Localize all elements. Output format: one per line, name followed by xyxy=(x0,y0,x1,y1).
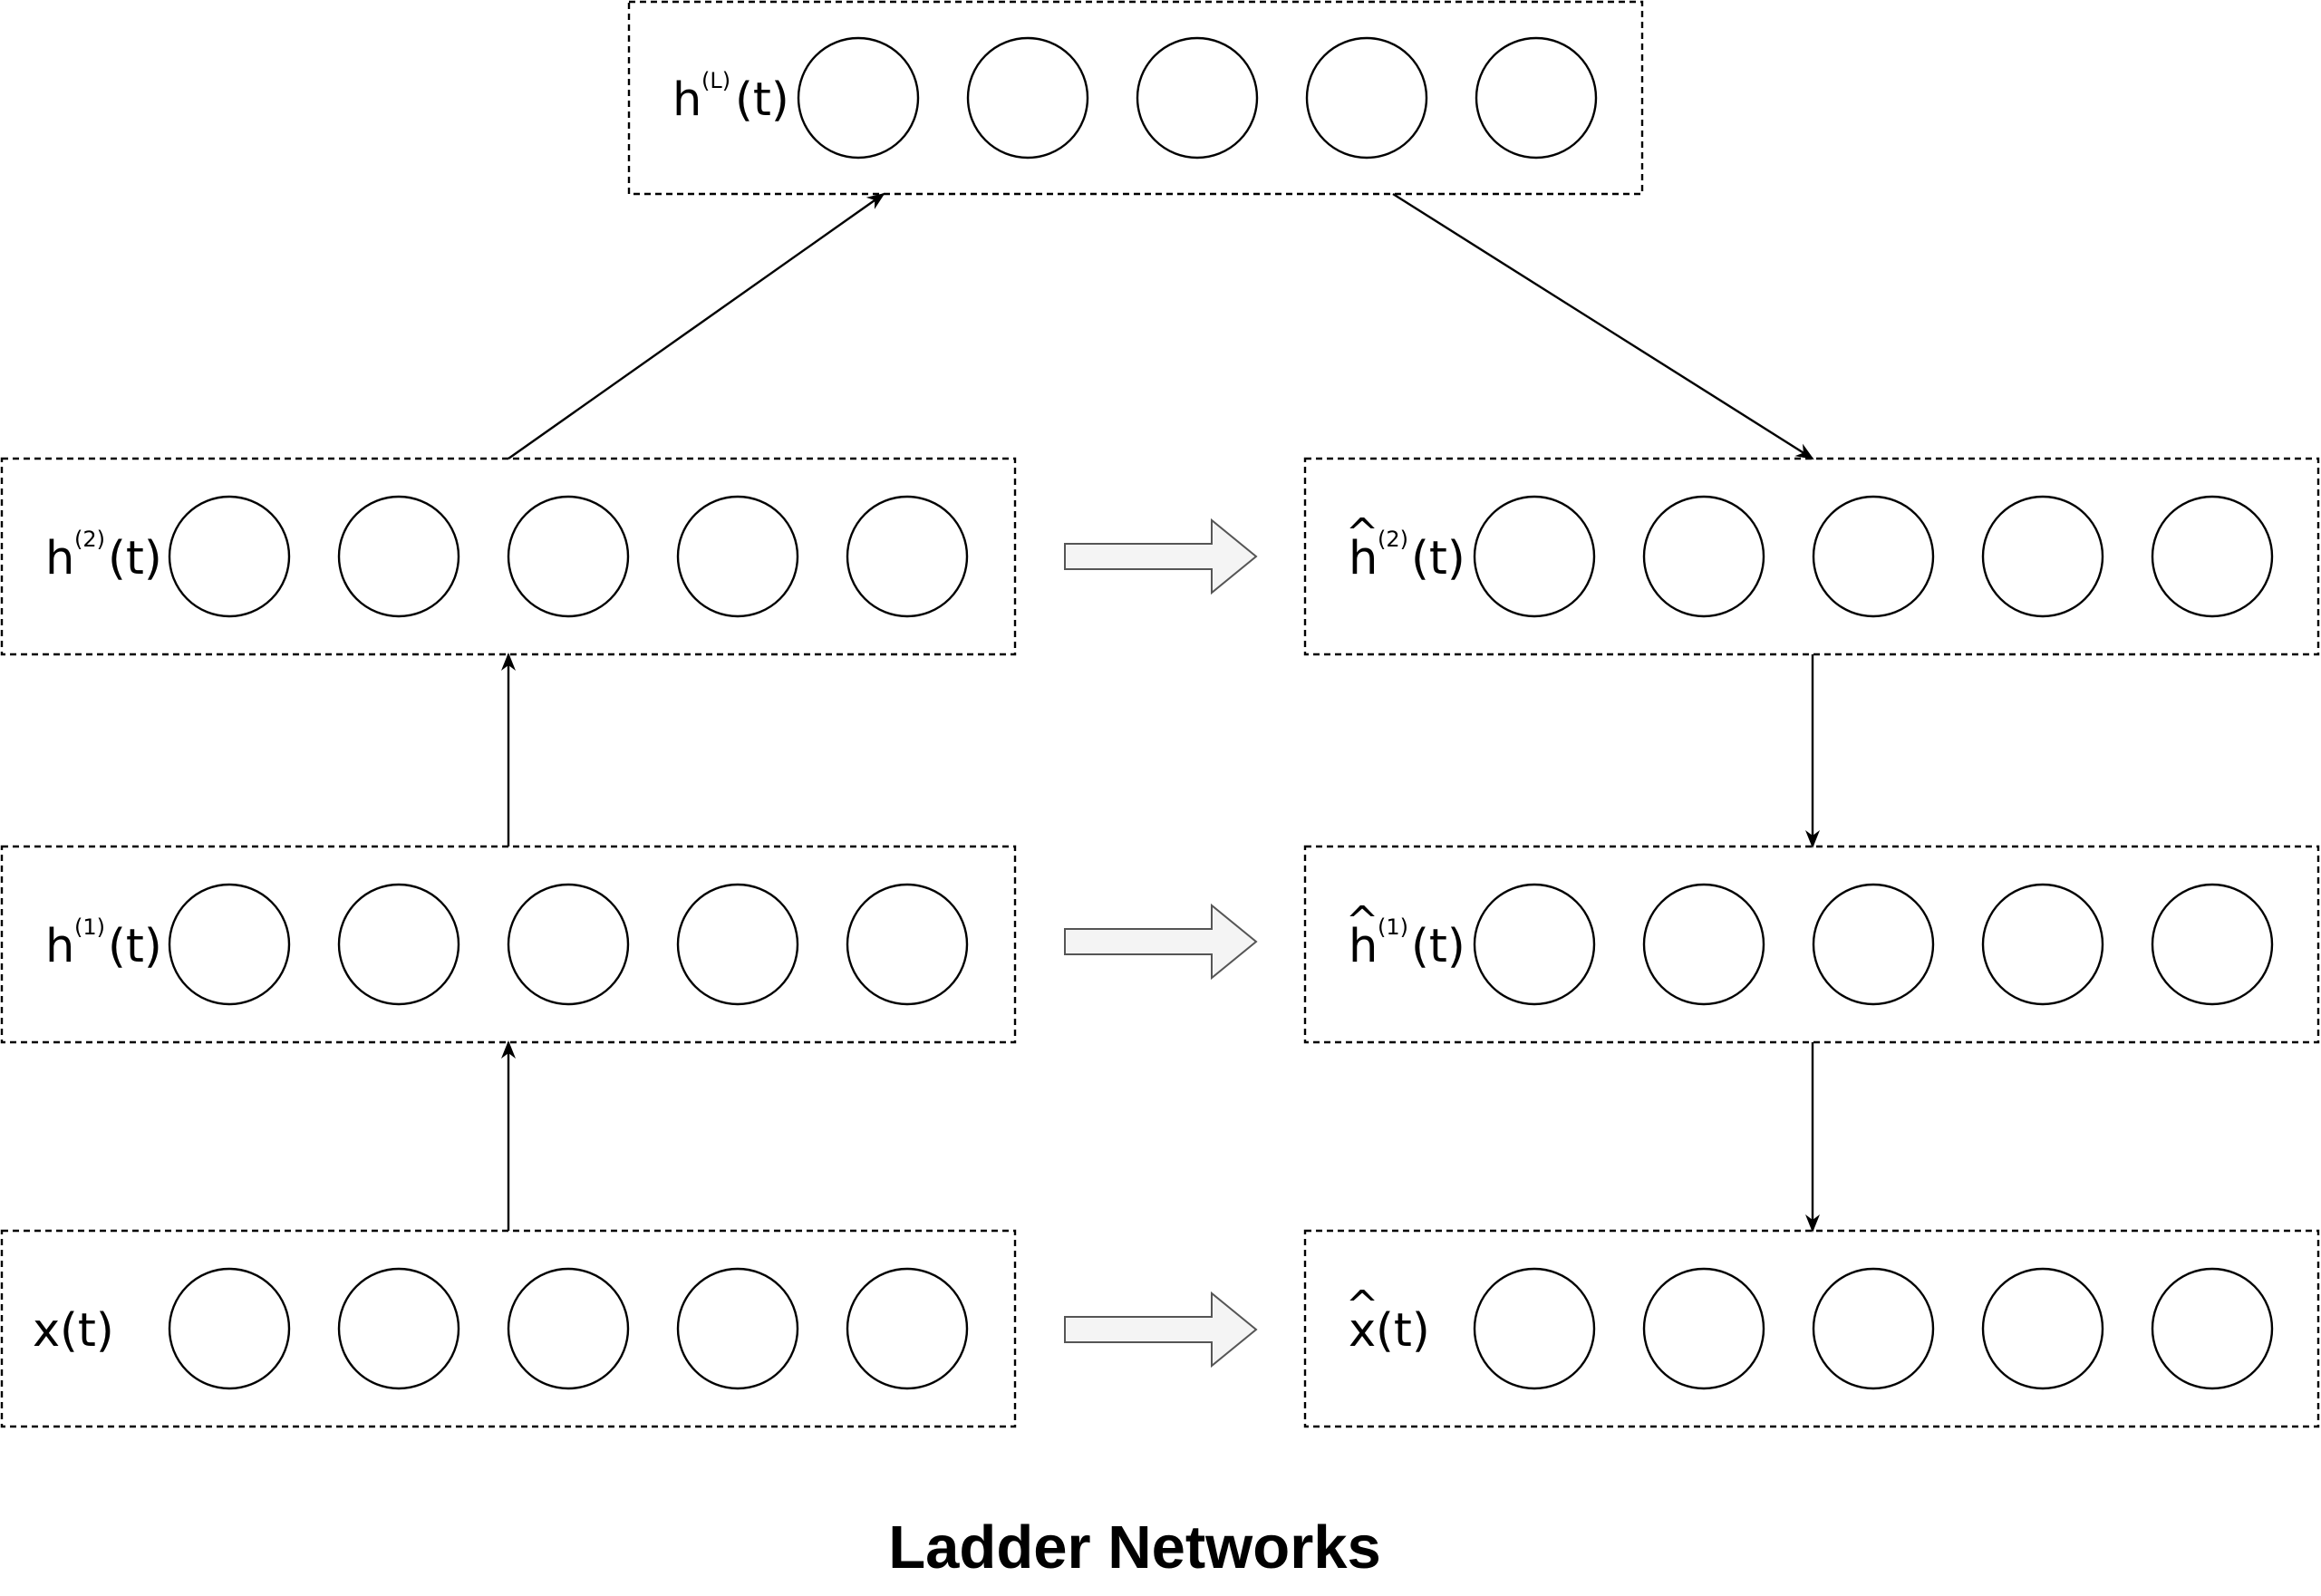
layer-label-suffix: (t) xyxy=(735,73,789,127)
neuron xyxy=(1642,495,1765,618)
layer-label-base: h xyxy=(45,920,74,973)
neuron xyxy=(507,495,630,618)
neuron xyxy=(1981,495,2104,618)
neuron xyxy=(1475,36,1598,160)
layer-h2: h(2)(t) xyxy=(0,457,1017,656)
layer-h2hat: h^(2)(t) xyxy=(1303,457,2320,656)
layer-xhat: x^ (t) xyxy=(1303,1229,2320,1428)
lateral-arrow-x xyxy=(1064,1291,1258,1369)
neuron xyxy=(966,36,1089,160)
layer-label-superscript: (L) xyxy=(701,68,730,93)
layer-label-superscript: (1) xyxy=(1378,914,1408,940)
neuron xyxy=(1981,883,2104,1006)
layer-label-base: x xyxy=(1349,1304,1376,1358)
layer-box xyxy=(1303,457,2320,656)
neuron xyxy=(168,883,291,1006)
layer-label-base: h xyxy=(672,73,701,127)
layer-h1: h(1)(t) xyxy=(0,845,1017,1044)
neuron xyxy=(676,1267,799,1390)
neuron xyxy=(507,883,630,1006)
neuron xyxy=(1473,495,1596,618)
layer-label-suffix: (t) xyxy=(60,1304,114,1358)
layer-label-base: h xyxy=(45,532,74,585)
neuron xyxy=(1136,36,1259,160)
neuron xyxy=(2151,495,2274,618)
layer-label-suffix: (t) xyxy=(1376,1304,1430,1358)
neuron xyxy=(797,36,920,160)
layer-label-superscript: (1) xyxy=(74,914,105,940)
neuron xyxy=(1812,1267,1935,1390)
neuron xyxy=(337,495,460,618)
hat-accent: ^ xyxy=(1346,1282,1379,1329)
diagram-caption: Ladder Networks xyxy=(888,1514,1381,1581)
layer-label-suffix: (t) xyxy=(108,532,162,585)
layer-box xyxy=(0,457,1017,656)
neuron xyxy=(846,1267,969,1390)
neuron xyxy=(1305,36,1428,160)
neuron xyxy=(2151,1267,2274,1390)
layer-label-suffix: (t) xyxy=(1411,532,1465,585)
neuron xyxy=(168,1267,291,1390)
layer-label-base: h xyxy=(1349,532,1378,585)
arrow-hL-to-h2hat xyxy=(1392,192,1814,460)
neuron xyxy=(1642,1267,1765,1390)
hat-accent: ^ xyxy=(1346,510,1379,556)
layer-box xyxy=(1303,1229,2320,1428)
neuron xyxy=(168,495,291,618)
layer-label-base: h xyxy=(1349,920,1378,973)
neuron xyxy=(676,883,799,1006)
lateral-arrow-h1 xyxy=(1064,903,1258,981)
layer-box xyxy=(1303,845,2320,1044)
hat-accent: ^ xyxy=(1346,898,1379,944)
layer-box xyxy=(627,0,1644,196)
neuron xyxy=(676,495,799,618)
layer-label-suffix: (t) xyxy=(1411,920,1465,973)
arrow-h2-to-hL xyxy=(508,192,885,459)
neuron xyxy=(1473,883,1596,1006)
layer-x: x(t) xyxy=(0,1229,1017,1428)
connections xyxy=(501,192,1820,1233)
layer-box xyxy=(0,845,1017,1044)
neuron xyxy=(1642,883,1765,1006)
neuron xyxy=(1812,495,1935,618)
neuron xyxy=(337,883,460,1006)
layers: h(L)(t)h(2)(t)h(1)(t)x(t)h^(2)(t)h^(1)(t… xyxy=(0,0,2320,1428)
neuron xyxy=(1981,1267,2104,1390)
layer-label-base: x xyxy=(33,1304,60,1358)
layer-h1hat: h^(1)(t) xyxy=(1303,845,2320,1044)
layer-label-suffix: (t) xyxy=(108,920,162,973)
neuron xyxy=(337,1267,460,1390)
lateral-connections xyxy=(1064,517,1258,1369)
layer-hL: h(L)(t) xyxy=(627,0,1644,196)
neuron xyxy=(846,883,969,1006)
neuron xyxy=(846,495,969,618)
lateral-arrow-h2 xyxy=(1064,517,1258,595)
layer-box xyxy=(0,1229,1017,1428)
neuron xyxy=(1473,1267,1596,1390)
layer-label-superscript: (2) xyxy=(1378,527,1408,552)
neuron xyxy=(507,1267,630,1390)
neuron xyxy=(1812,883,1935,1006)
layer-label-superscript: (2) xyxy=(74,527,105,552)
neuron xyxy=(2151,883,2274,1006)
